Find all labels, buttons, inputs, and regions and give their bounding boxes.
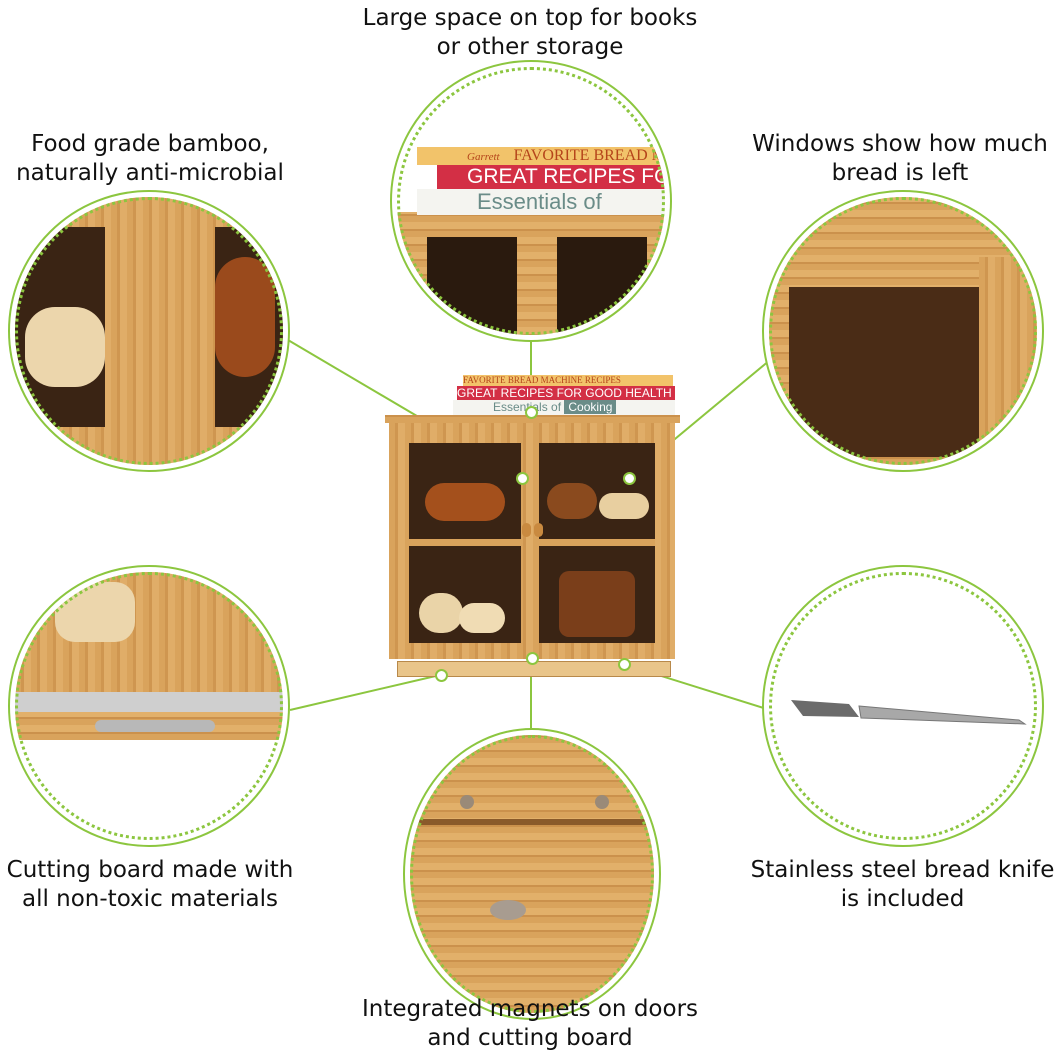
bread-knife-icon <box>791 700 1027 725</box>
caption-bamboo: Food grade bamboo, naturally anti-microb… <box>16 131 284 186</box>
window-detail-circle <box>762 190 1044 472</box>
book-2: GREAT RECIPES FOR GOOD HEALTH <box>457 386 675 400</box>
drawer-handle <box>95 720 215 732</box>
cabinet-top <box>385 415 680 423</box>
book-title: Essentials of <box>477 189 602 214</box>
caption-top-storage: Large space on top for books or other st… <box>362 5 698 60</box>
book-2-closeup: GREAT RECIPES FOR GOOD HEALTH <box>437 165 665 189</box>
book-1: FAVORITE BREAD MACHINE RECIPES <box>463 375 673 386</box>
magnets-detail-circle <box>403 728 661 1020</box>
door-knob[interactable] <box>534 523 543 537</box>
left-window <box>409 443 521 643</box>
caption-windows: Windows show how much bread is left <box>752 131 1048 186</box>
caption-magnets: Integrated magnets on doors and cutting … <box>361 996 699 1051</box>
bamboo-detail-circle <box>8 190 290 472</box>
caption-cutting-board: Cutting board made with all non-toxic ma… <box>6 857 294 912</box>
caption-bread-knife: Stainless steel bread knife is included <box>750 857 1055 912</box>
bread-box-cabinet: FAVORITE BREAD MACHINE RECIPES GREAT REC… <box>385 375 680 685</box>
right-window <box>539 443 655 643</box>
door-knob[interactable] <box>522 523 531 537</box>
cutting-board-detail-circle <box>8 565 290 847</box>
book-3-closeup: Essentials of <box>417 189 665 215</box>
book-title: GREAT RECIPES FOR GOOD HEALTH <box>457 386 672 400</box>
knife-detail-circle <box>762 565 1044 847</box>
magnet-icon <box>490 900 526 920</box>
book-title: FAVORITE BREAD MACHINE RECIPES <box>513 147 665 164</box>
book-3: Essentials of Cooking <box>453 400 675 415</box>
books-stack: FAVORITE BREAD MACHINE RECIPES GREAT REC… <box>453 375 675 417</box>
books-detail-circle: Garrett FAVORITE BREAD MACHINE RECIPES GR… <box>390 60 672 342</box>
book-author: Garrett <box>467 151 500 163</box>
book-title: Cooking <box>564 400 617 414</box>
book-title: FAVORITE BREAD MACHINE RECIPES <box>463 375 621 385</box>
cabinet-body <box>389 423 675 659</box>
book-1-closeup: Garrett FAVORITE BREAD MACHINE RECIPES <box>417 147 665 165</box>
